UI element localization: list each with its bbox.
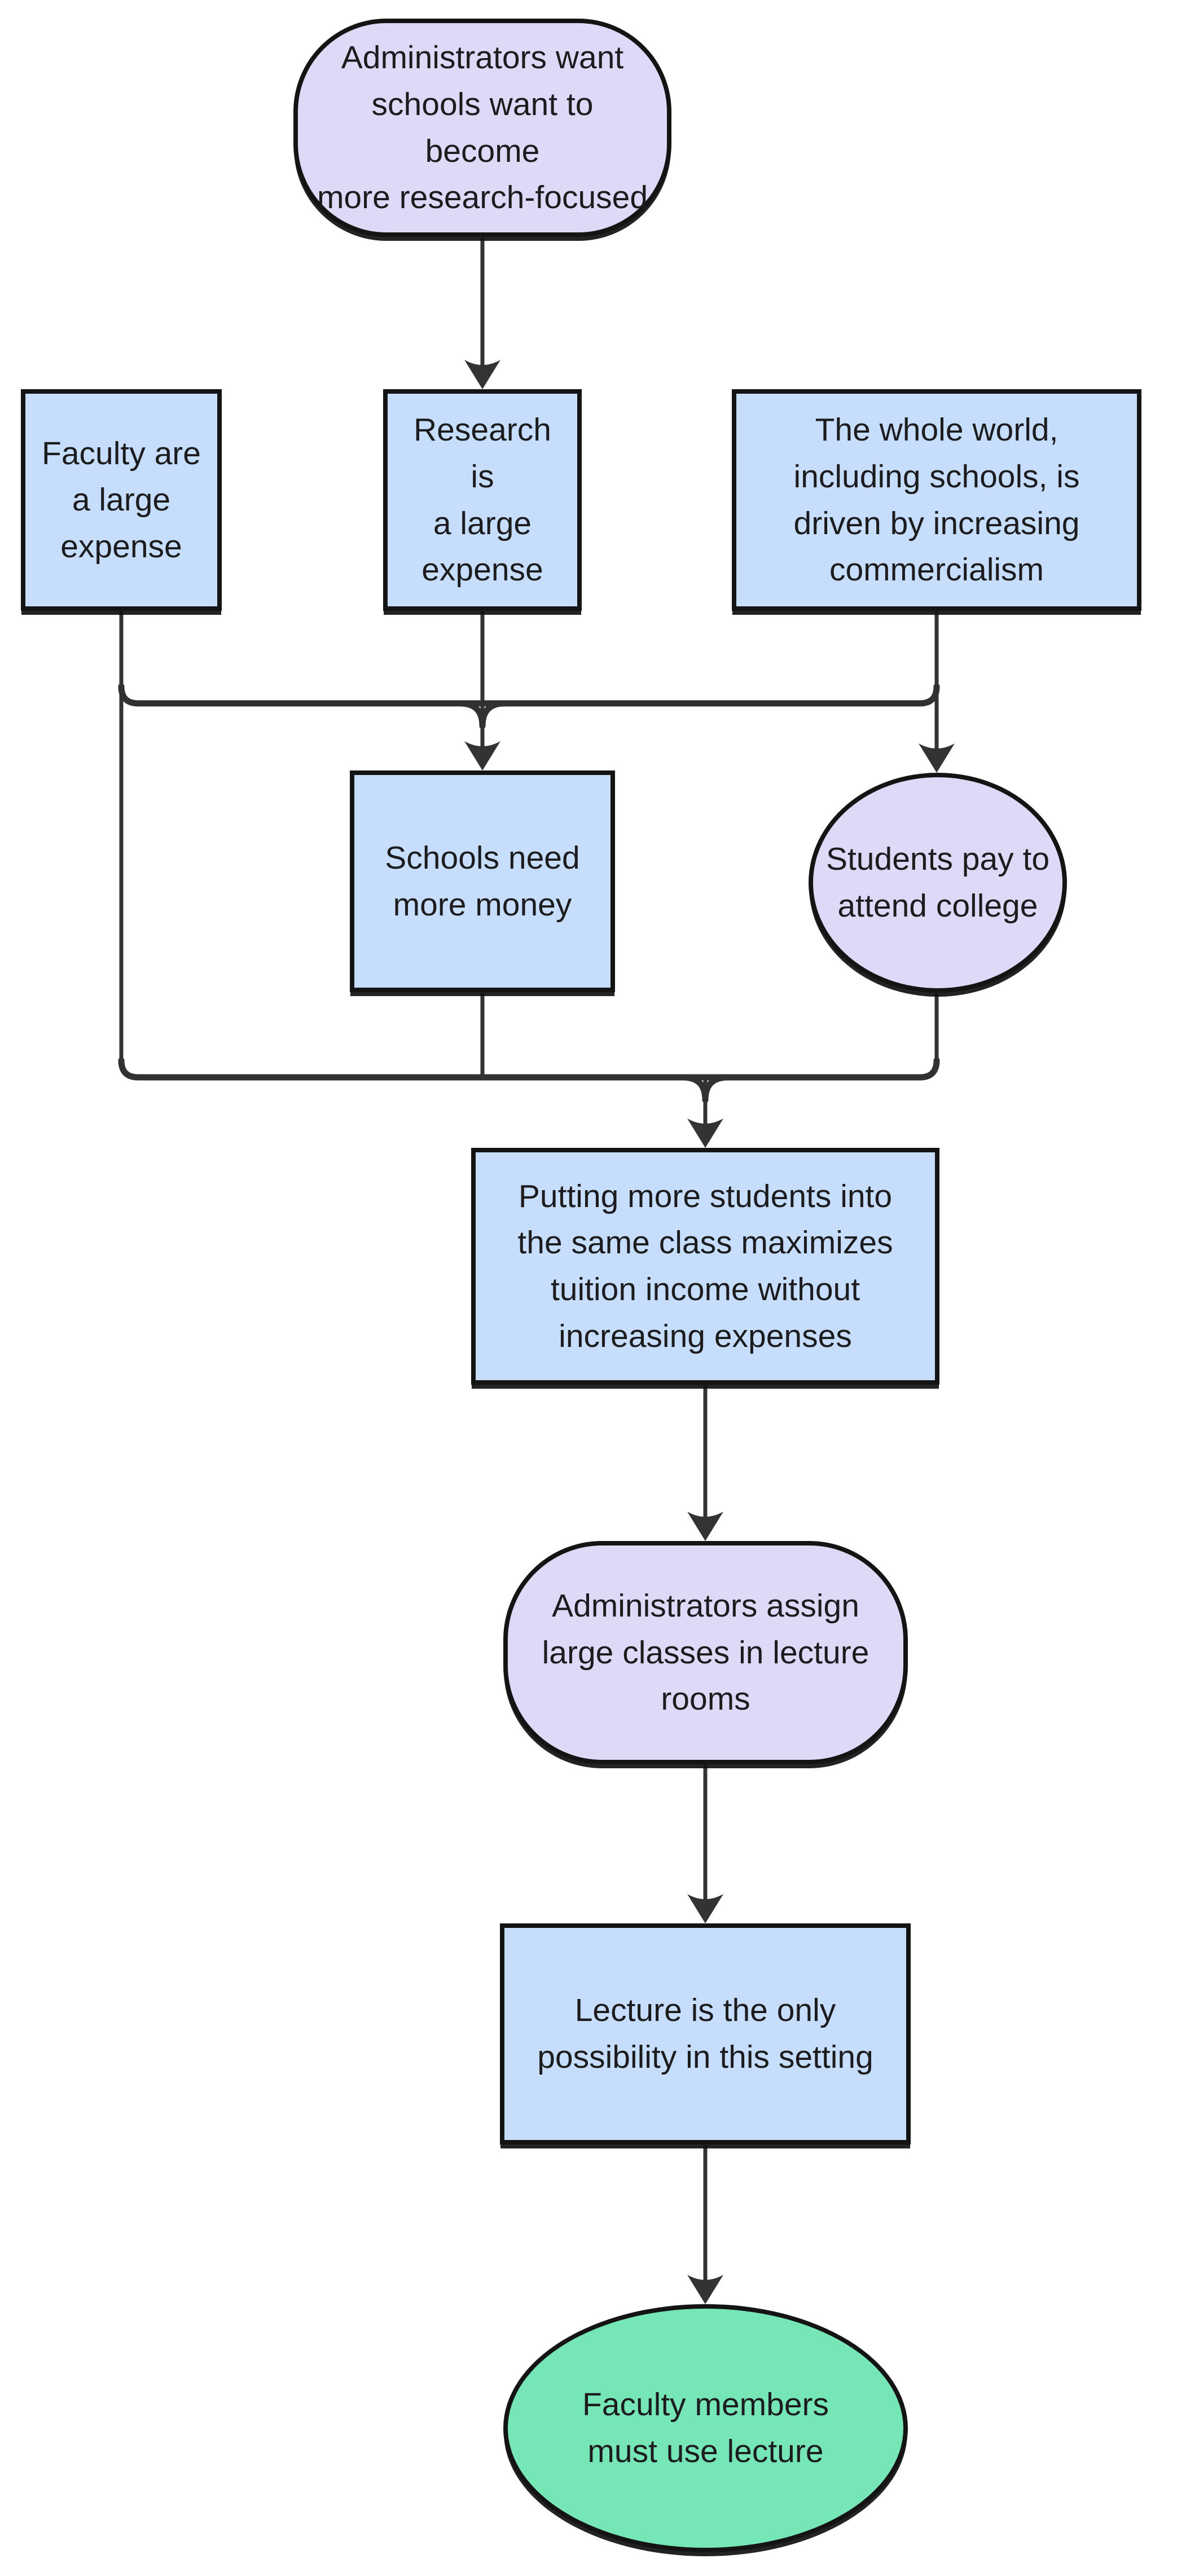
node-students-pay-to-attend: Students pay to attend college — [809, 773, 1067, 993]
node-faculty-large-expense: Faculty are a large expense — [21, 389, 222, 611]
arrowhead-into-i — [687, 1894, 723, 1923]
node-faculty-must-use-lecture: Faculty members must use lecture — [503, 2304, 908, 2552]
edge-junction-flare-2 — [679, 1074, 731, 1103]
arrowhead-into-f — [919, 743, 955, 773]
arrowhead-into-h — [687, 1512, 723, 1541]
node-more-students-maximizes-tuition: Putting more students into the same clas… — [471, 1148, 939, 1385]
node-administrators-want-research-focus: Administrators want schools want to beco… — [293, 19, 671, 237]
node-schools-need-more-money: Schools need more money — [350, 770, 615, 992]
edge-merge-line-1 — [118, 683, 940, 707]
node-world-driven-by-commercialism: The whole world, including schools, is d… — [732, 389, 1141, 611]
arrowhead-into-e — [464, 741, 500, 770]
node-lecture-only-possibility: Lecture is the only possibility in this … — [500, 1923, 911, 2145]
edge-junction-flare-1 — [456, 700, 508, 729]
arrowhead-into-c — [464, 360, 500, 389]
node-research-large-expense: Research is a large expense — [383, 389, 582, 611]
node-administrators-assign-lecture-rooms: Administrators assign large classes in l… — [503, 1541, 908, 1764]
arrowhead-into-j — [687, 2275, 723, 2304]
arrowhead-into-g — [687, 1119, 723, 1148]
edge-merge-line-2 — [118, 1057, 940, 1081]
